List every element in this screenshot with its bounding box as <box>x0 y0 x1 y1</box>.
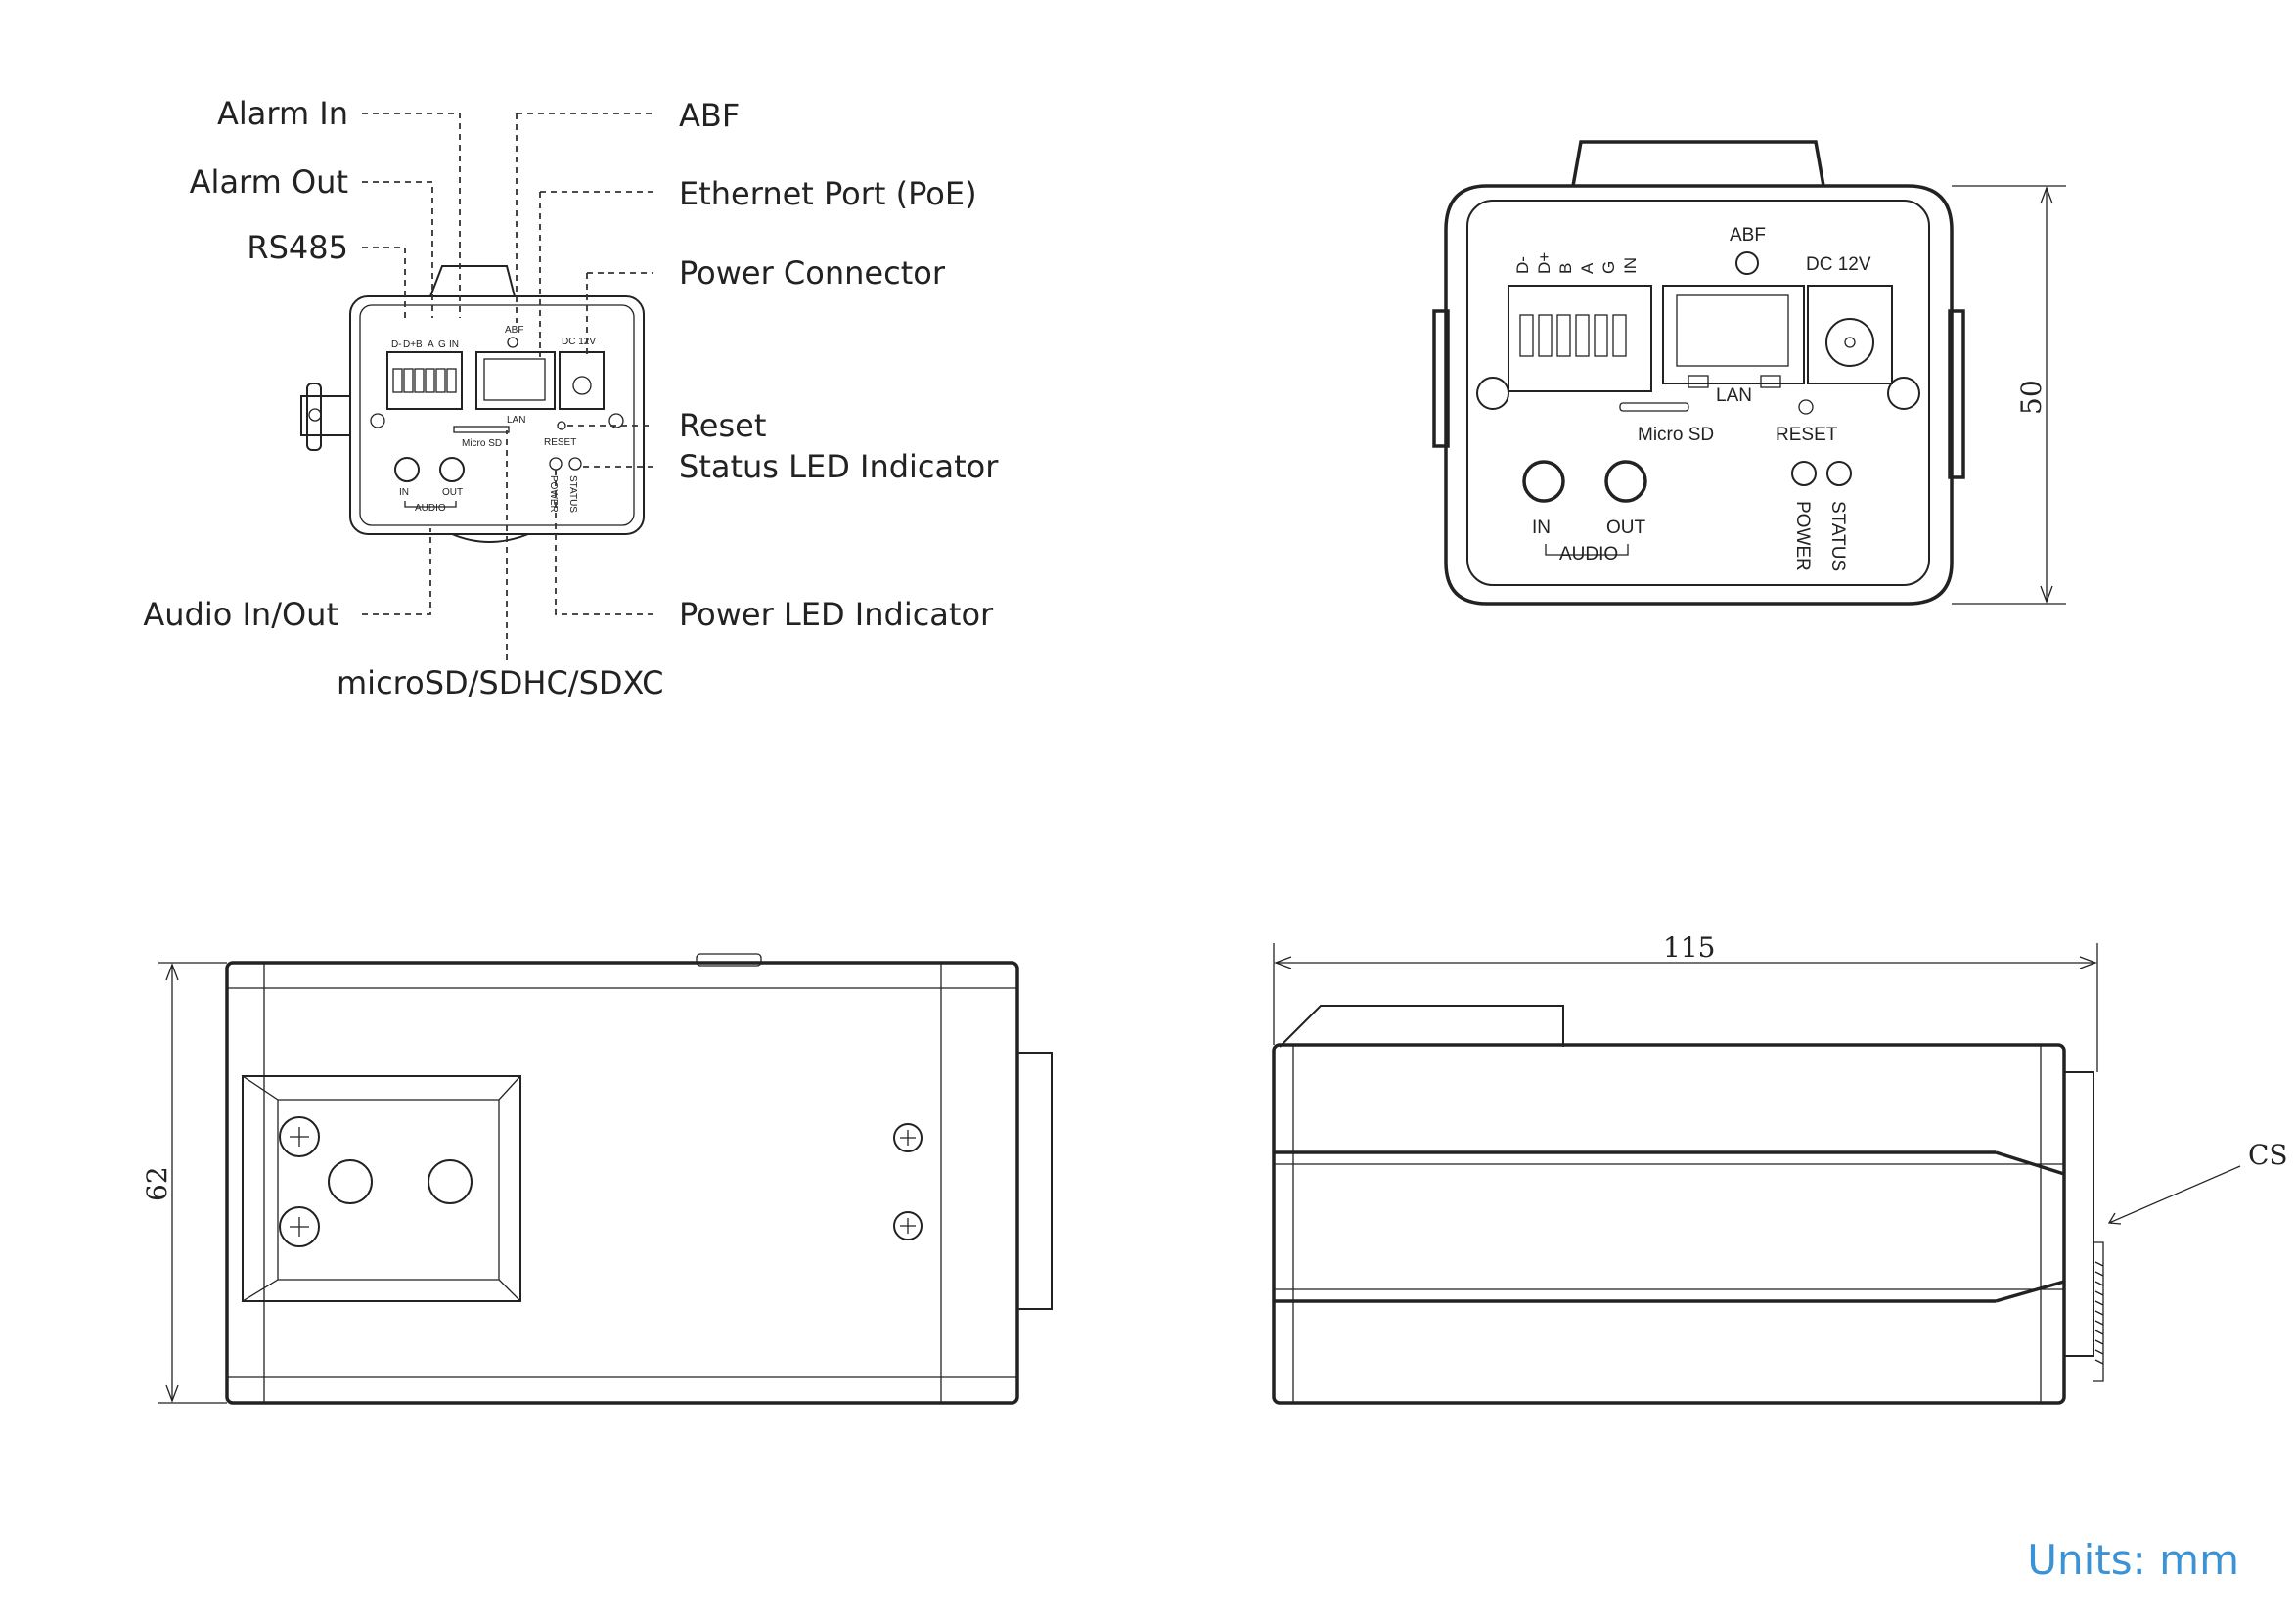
rear-view-dimensioned: D- D+ B A G IN LAN ABF DC 12V Micro SD R… <box>1432 140 2066 606</box>
dim-length: 115 <box>1663 931 1715 964</box>
labeled-rear-view: D- D+ B A G IN LAN ABF DC 12V Micro SD R… <box>143 95 999 701</box>
terminal-in: IN <box>1621 257 1640 274</box>
callout-power-led: Power LED Indicator <box>679 596 994 633</box>
callout-alarm-out: Alarm Out <box>190 163 348 201</box>
micro-sd-label: Micro SD <box>1638 425 1714 445</box>
terminal-g: G <box>1599 261 1618 274</box>
reset-label-small: RESET <box>544 437 576 448</box>
lan-label: LAN <box>1716 385 1752 406</box>
callout-reset: Reset <box>679 407 766 444</box>
callout-power-connector: Power Connector <box>679 254 946 292</box>
in-label-small: IN <box>399 487 409 498</box>
dim-height-rear: 50 <box>2015 380 2048 415</box>
in-label: IN <box>1532 518 1551 538</box>
terminal-label-in: IN <box>449 339 459 350</box>
abf-label-small: ABF <box>505 325 523 336</box>
abf-label: ABF <box>1730 225 1766 246</box>
terminal-switches <box>392 368 457 393</box>
callout-ethernet: Ethernet Port (PoE) <box>679 175 977 212</box>
micro-sd-label-small: Micro SD <box>462 438 502 449</box>
power-label: POWER <box>1792 501 1813 571</box>
terminal-b: B <box>1556 263 1575 274</box>
dc-label-small: DC 12V <box>562 337 596 347</box>
callout-microsd: microSD/SDHC/SDXC <box>337 664 663 701</box>
dc-label: DC 12V <box>1806 254 1871 275</box>
bottom-view: 62 <box>141 953 1053 1405</box>
terminal-label-b: B <box>416 339 423 350</box>
lan-label-small: LAN <box>507 415 525 426</box>
terminal-label-d-minus: D- <box>391 339 402 350</box>
status-label: STATUS <box>1827 501 1848 571</box>
reset-label: RESET <box>1776 425 1838 445</box>
callout-alarm-in: Alarm In <box>217 95 348 132</box>
status-label-small: STATUS <box>567 475 578 513</box>
callout-abf: ABF <box>679 97 740 134</box>
terminal-a: A <box>1578 262 1597 274</box>
units-label: Units: mm <box>2027 1536 2239 1584</box>
terminal-label-a: A <box>428 339 434 350</box>
dim-height-side: 62 <box>141 1166 173 1201</box>
callout-audio-in-out: Audio In/Out <box>143 596 338 633</box>
cs-mount-label: CS <box>2248 1139 2288 1171</box>
terminal-label-g: G <box>438 339 446 350</box>
audio-label: AUDIO <box>1559 544 1618 564</box>
audio-label-small: AUDIO <box>415 503 446 514</box>
terminal-label-d-plus: D+ <box>403 339 416 350</box>
terminal-d-plus: D+ <box>1535 252 1553 274</box>
out-label: OUT <box>1606 518 1646 538</box>
out-label-small: OUT <box>442 487 463 498</box>
callout-status-led: Status LED Indicator <box>679 448 999 485</box>
side-view: 115 CS <box>1272 931 2288 1405</box>
power-label-small: POWER <box>548 475 559 513</box>
callout-rs485: RS485 <box>247 229 348 266</box>
terminal-d-minus: D- <box>1513 256 1532 274</box>
